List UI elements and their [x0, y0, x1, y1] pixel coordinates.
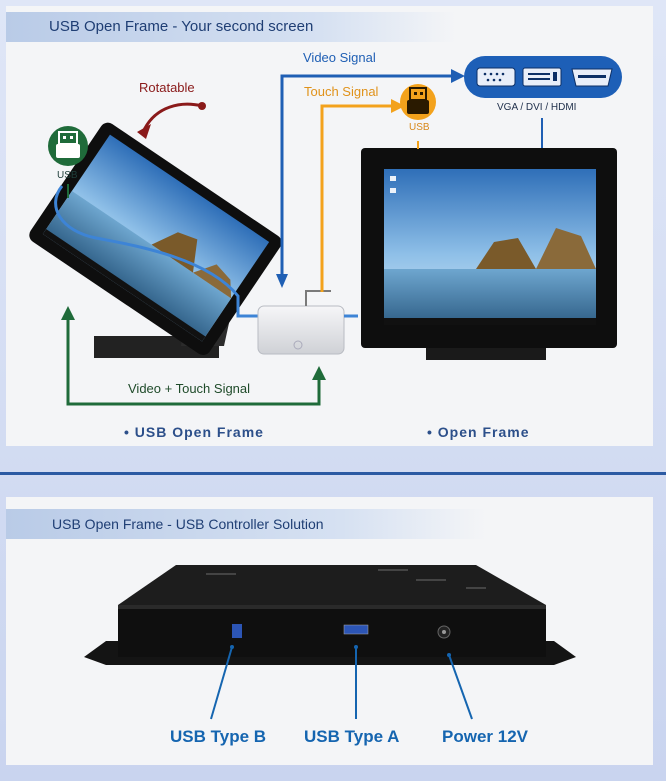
right-monitor [361, 148, 617, 360]
bottom-title: USB Open Frame - USB Controller Solution [6, 509, 486, 539]
usb-orange-icon [400, 84, 436, 120]
rotatable-label: Rotatable [139, 80, 195, 95]
video-touch-signal-label: Video + Touch Signal [128, 381, 251, 396]
top-panel: USB Open Frame - Your second screen [6, 6, 653, 446]
power-jack [437, 625, 451, 639]
video-signal-label: Video Signal [303, 50, 376, 65]
usb-type-b-label: USB Type B [170, 727, 267, 746]
mini-pc [257, 305, 345, 355]
usb-green-icon [48, 126, 88, 166]
touch-signal-label: Touch Signal [304, 84, 379, 99]
open-frame-rear [84, 565, 576, 665]
caption-open-frame: • Open Frame [427, 424, 530, 440]
usb-type-a-port [343, 624, 369, 635]
usb-type-a-label: USB Type A [304, 727, 400, 746]
caption-usb-open-frame: • USB Open Frame [124, 424, 264, 440]
bottom-panel: USB Open Frame - USB Controller Solution [6, 497, 653, 765]
bottom-illustration [84, 565, 576, 720]
power-12v-label: Power 12V [442, 727, 528, 746]
section-divider [0, 472, 666, 475]
vga-dvi-hdmi-label: VGA / DVI / HDMI [497, 102, 577, 113]
top-title: USB Open Frame - Your second screen [6, 12, 456, 42]
usb-type-b-port [232, 624, 242, 638]
usb-left-label: USB [57, 170, 78, 181]
video-ports-badge [464, 56, 622, 98]
top-illustration [29, 56, 622, 406]
usb-right-label: USB [409, 122, 430, 133]
